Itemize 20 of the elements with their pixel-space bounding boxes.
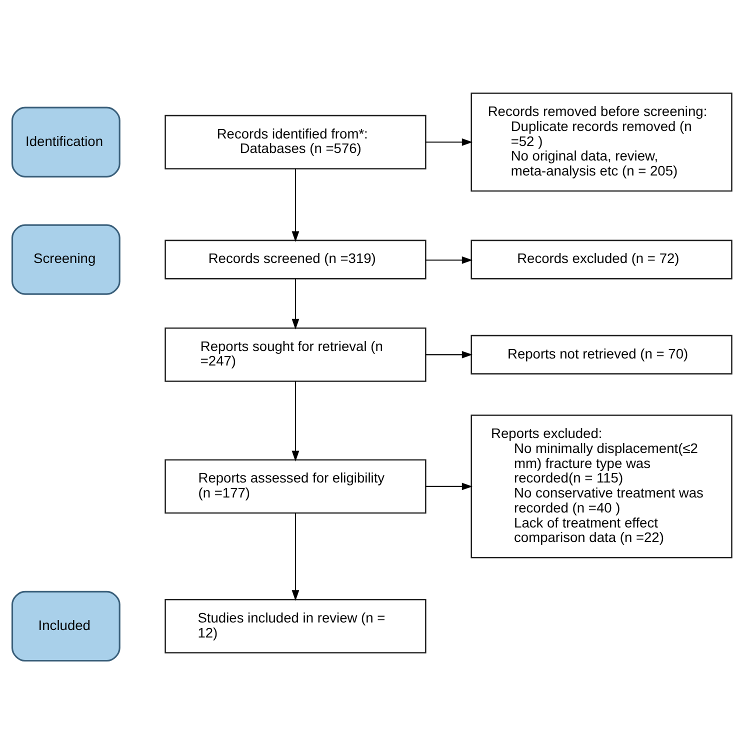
arrow — [426, 350, 473, 358]
node-box: Included — [11, 590, 120, 662]
arrow — [292, 278, 300, 329]
arrow — [292, 168, 300, 242]
node-box: Reports excluded: No minimally displacement(≤2 mm) fracture type was recorded(n = 115) No conservative treatment was recorded (n =40 ) Lack of treatment effect comparison data (n =22) — [470, 414, 732, 558]
node-box: Studies included in review (n = 12) — [164, 598, 426, 653]
node-box: Records excluded (n = 72) — [470, 239, 732, 279]
node-box: Reports sought for retrieval (n =247) — [164, 326, 426, 382]
arrow — [426, 138, 473, 146]
arrow — [426, 256, 473, 264]
node-box: Reports not retrieved (n = 70) — [470, 334, 732, 374]
arrow — [426, 482, 473, 490]
arrow — [292, 512, 300, 600]
node-box: Screening — [11, 224, 120, 294]
node-box: Records identified from*: Databases (n =576) — [164, 114, 426, 169]
node-box: Records screened (n =319) — [164, 239, 426, 279]
node-box: Records removed before screening: Duplicate records removed (n =52 ) No original data, review, meta-analysis etc (n = 205) — [470, 92, 732, 192]
arrow — [292, 380, 300, 461]
node-box: Identification — [11, 106, 120, 177]
node-box: Reports assessed for eligibility (n =177) — [164, 458, 426, 514]
